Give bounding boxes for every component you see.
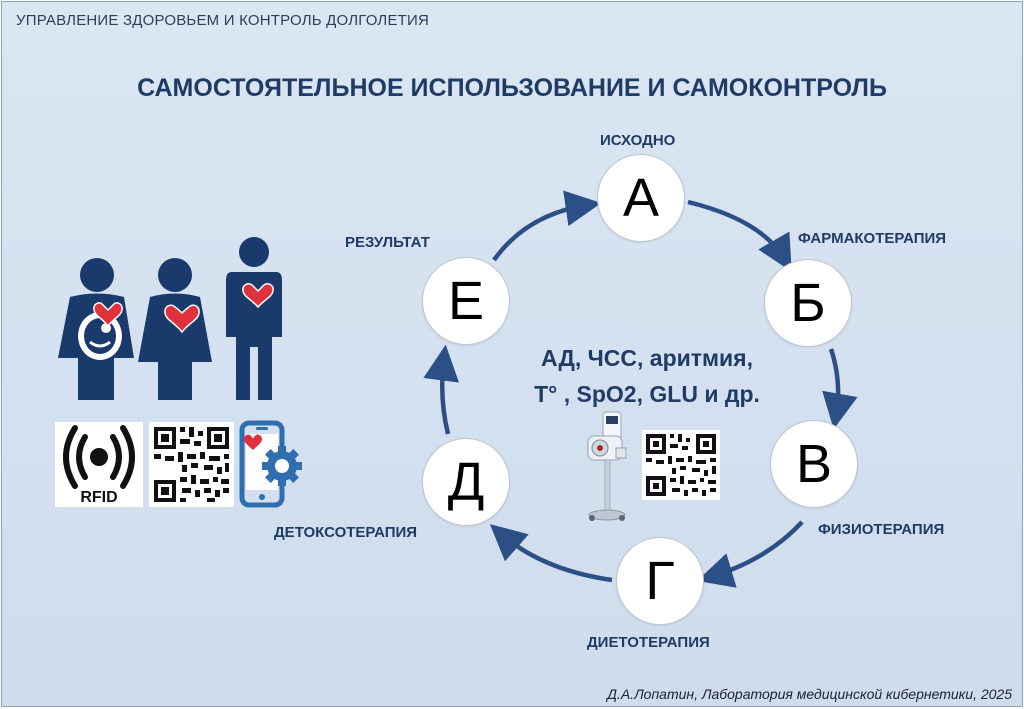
heart-icon [93,302,123,328]
center-parameters: АД, ЧСС, аритмия, T° , SpO2, GLU и др. [502,340,792,412]
node-a: А [597,154,685,242]
arrow-v-to-g [697,520,804,588]
label-iskhodno: ИСХОДНО [600,132,676,149]
man-icon [226,237,282,400]
label-dietoterapiya: ДИЕТОТЕРАПИЯ [587,634,710,651]
node-b: Б [764,259,852,347]
page-title: САМОСТОЯТЕЛЬНОЕ ИСПОЛЬЗОВАНИЕ И САМОКОНТ… [137,74,887,102]
footer-credit: Д.А.Лопатин, Лаборатория медицинской киб… [607,686,1012,702]
qr-code-icon [149,422,234,507]
rfid-label: RFID [80,489,117,506]
rfid-icon: RFID [55,422,143,507]
woman-icon [138,258,212,400]
node-v: В [770,420,858,508]
label-detoksoterapiya: ДЕТОКСОТЕРАПИЯ [274,524,418,541]
center-line-1: АД, ЧСС, аритмия, [541,345,753,371]
label-farmakoterapiya: ФАРМАКОТЕРАПИЯ [798,230,947,247]
arrow-a-to-b [687,199,792,272]
heart-icon [164,304,200,334]
label-fizioterapiya: ФИЗИОТЕРАПИЯ [818,521,945,538]
arrow-g-to-d [489,524,613,583]
arrow-b-to-v [822,348,858,430]
arrow-e-to-a [492,190,602,262]
header-topline: УПРАВЛЕНИЕ ЗДОРОВЬЕМ И КОНТРОЛЬ ДОЛГОЛЕТ… [16,12,430,29]
node-g: Г [616,537,704,625]
arrow-d-to-e [423,344,459,435]
center-line-2: T° , SpO2, GLU и др. [534,381,760,407]
heart-icon [242,283,274,309]
smartphone-gear-icon [239,420,302,508]
label-rezultat: РЕЗУЛЬТАТ [345,234,430,251]
gear-icon [262,446,302,486]
node-e: Е [422,257,510,345]
qr-code-icon [642,430,720,500]
pregnant-woman-icon [58,258,134,400]
node-d: Д [422,438,510,526]
